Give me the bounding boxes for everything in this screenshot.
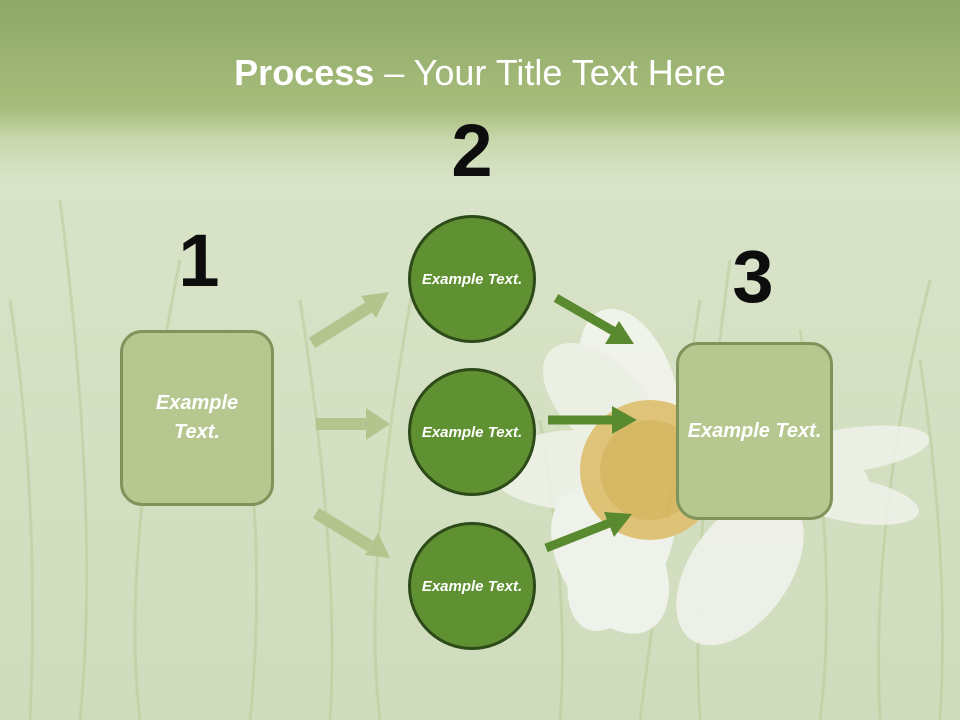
step-number-1: 1 bbox=[178, 219, 220, 302]
circle-bottom: Example Text. bbox=[408, 522, 536, 650]
title-bold: Process bbox=[234, 52, 375, 93]
dark-arrow-down bbox=[553, 294, 634, 344]
right-box-text: Example Text. bbox=[687, 419, 822, 442]
light-arrow-up bbox=[308, 292, 389, 349]
circle-top-text: Example Text. bbox=[421, 270, 523, 288]
circle-middle: Example Text. bbox=[408, 368, 536, 496]
right-box: Example Text. bbox=[676, 342, 833, 520]
left-box-text: Example Text. bbox=[155, 392, 239, 443]
dark-arrow-up bbox=[544, 512, 632, 553]
circle-bottom-text: Example Text. bbox=[421, 577, 523, 595]
title-rest: – Your Title Text Here bbox=[374, 52, 726, 93]
light-arrow-down bbox=[312, 507, 390, 558]
step-number-3: 3 bbox=[732, 235, 774, 318]
circle-middle-text: Example Text. bbox=[421, 423, 523, 441]
slide-title: Process – Your Title Text Here bbox=[0, 52, 960, 94]
light-arrow-right bbox=[316, 408, 390, 440]
left-box: Example Text. bbox=[120, 330, 274, 506]
circle-top: Example Text. bbox=[408, 215, 536, 343]
step-number-2: 2 bbox=[451, 109, 493, 192]
dark-arrow-right bbox=[548, 406, 637, 434]
